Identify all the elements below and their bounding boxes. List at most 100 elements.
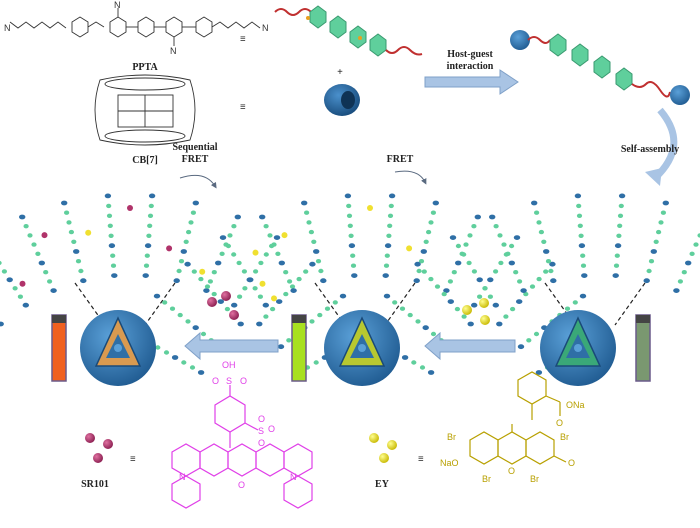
cb7-label: CB[7] [132, 155, 158, 166]
monomer-unit [17, 294, 23, 299]
monomer-unit [263, 314, 269, 319]
monomer-unit [211, 270, 217, 275]
monomer-unit [289, 284, 296, 289]
sr101-s-mid: S [258, 426, 264, 436]
sr101-structure [171, 385, 313, 509]
vial [635, 314, 651, 382]
sr101-s-top: S [226, 376, 232, 386]
monomer-unit [543, 249, 550, 254]
ppta-cn-top: N [114, 0, 121, 10]
monomer-unit [447, 279, 453, 284]
ey-dot [281, 232, 288, 239]
ey-dot [199, 268, 206, 275]
monomer-unit [107, 223, 113, 228]
monomer-unit [50, 288, 57, 293]
vesicle-spheres [51, 310, 651, 386]
monomer-unit [387, 223, 393, 228]
monomer-unit [517, 279, 523, 284]
monomer-unit [482, 286, 488, 291]
monomer-unit [693, 242, 699, 247]
monomer-unit [256, 321, 263, 327]
monomer-unit [60, 200, 68, 206]
ey-label: EY [375, 479, 390, 490]
monomer-unit [148, 193, 156, 199]
monomer-unit [656, 229, 662, 235]
monomer-unit [578, 243, 586, 249]
monomer-unit [111, 273, 118, 278]
monomer-unit [477, 294, 483, 299]
monomer-unit [180, 249, 187, 254]
monomer-unit [143, 263, 150, 268]
monomer-unit [535, 370, 543, 375]
sr101-o1: O [212, 376, 219, 386]
vial-cap [52, 315, 66, 323]
monomer-unit [508, 260, 515, 266]
cb7-structure [94, 74, 196, 146]
monomer-unit [447, 299, 454, 304]
monomer-unit [697, 233, 700, 238]
monomer-unit [144, 243, 152, 249]
sphere-core [574, 344, 582, 352]
monomer-unit [104, 193, 112, 199]
monomer-unit [432, 200, 439, 206]
sequential-fret-label-line1: Sequential [172, 142, 217, 153]
monomer-unit [614, 253, 620, 258]
monomer-unit [461, 314, 467, 319]
ey-dot [85, 229, 92, 236]
sr101-n-right: N [290, 472, 297, 482]
monomer-unit [533, 331, 540, 337]
monomer-unit [231, 302, 238, 308]
monomer-unit [225, 243, 231, 249]
sr101-o4: O [258, 438, 265, 448]
monomer-unit [301, 200, 308, 206]
equiv-sign-cb7: ≡ [240, 102, 246, 113]
monomer-unit [523, 291, 529, 297]
monomer-unit [503, 314, 509, 319]
monomer-unit [350, 263, 357, 268]
monomer-unit [306, 220, 312, 225]
monomer-unit [348, 233, 354, 238]
monomer-unit [246, 277, 253, 283]
monomer-unit [421, 269, 427, 274]
monomer-unit [407, 312, 413, 318]
monomer-unit [577, 223, 583, 228]
monomer-unit [22, 302, 29, 308]
monomer-unit [463, 242, 469, 247]
monomer-unit [418, 259, 425, 264]
monomer-unit [497, 233, 503, 238]
monomer-unit [399, 306, 406, 311]
monomer-unit [576, 203, 582, 209]
monomer-unit [526, 338, 532, 343]
monomer-unit [382, 273, 389, 278]
self-assembly-arrowhead [645, 168, 662, 186]
monomer-unit [296, 276, 302, 282]
monomer-unit [259, 214, 266, 220]
monomer-unit [471, 302, 478, 308]
monomer-unit [80, 278, 87, 284]
monomer-unit [189, 365, 196, 370]
monomer-unit [572, 300, 578, 305]
monomer-unit [110, 263, 117, 268]
monomer-unit [204, 284, 211, 289]
sr101-dots-mid [207, 291, 239, 320]
monomer-unit [242, 286, 248, 291]
ey-dots-mid [462, 298, 490, 325]
monomer-unit [474, 214, 481, 220]
monomer-unit [148, 203, 154, 209]
monomer-unit [543, 269, 549, 274]
monomer-unit [489, 214, 496, 220]
monomer-unit [685, 260, 692, 266]
monomer-unit [108, 243, 116, 249]
monomer-unit [324, 306, 331, 311]
monomer-unit [267, 233, 273, 238]
ey-br3: Br [482, 474, 491, 484]
monomer-unit [653, 239, 659, 244]
monomer-unit [146, 233, 152, 238]
monomer-unit [348, 243, 356, 249]
monomer-unit [263, 224, 269, 229]
monomer-unit [413, 278, 420, 284]
monomer-unit [415, 319, 421, 324]
monomer-unit [545, 259, 552, 264]
monomer-unit [231, 252, 237, 257]
